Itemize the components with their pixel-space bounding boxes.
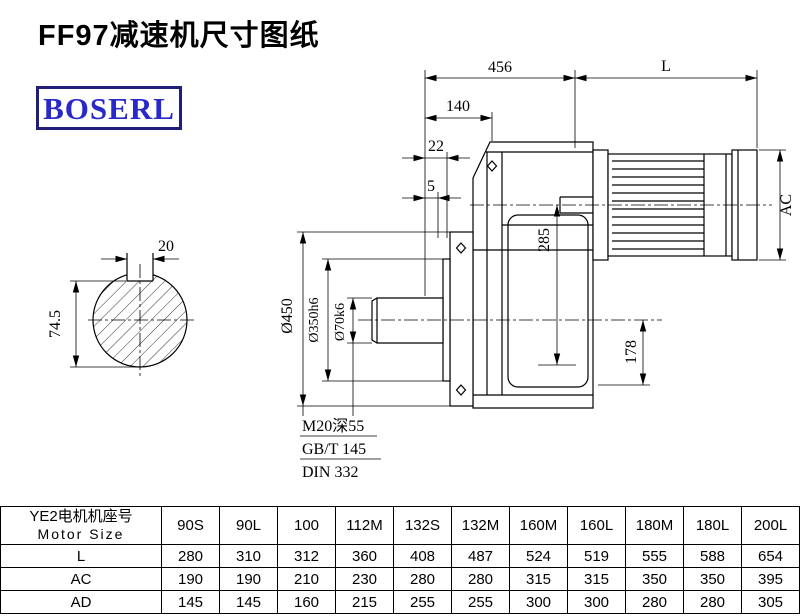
value-cell: 280 — [625, 590, 684, 614]
col-header: 180L — [683, 506, 742, 545]
value-cell: 350 — [625, 567, 684, 591]
corner-label-cn: YE2电机机座号 — [29, 508, 133, 526]
note-din: DIN 332 — [302, 464, 358, 481]
brand-logo: BOSERL — [36, 86, 182, 130]
dim-140: 140 — [446, 98, 470, 115]
value-cell: 145 — [219, 590, 278, 614]
value-cell: 280 — [393, 567, 452, 591]
dim-key-width: 20 — [158, 238, 174, 255]
col-header: 132S — [393, 506, 452, 545]
value-cell: 255 — [393, 590, 452, 614]
dimension-drawing: 456 L 140 22 5 AC 2 — [47, 58, 795, 481]
table-row-L: L 280 310 312 360 408 487 524 519 555 58… — [0, 544, 800, 568]
brand-text: BOSERL — [43, 90, 175, 126]
value-cell: 524 — [509, 544, 568, 568]
value-cell: 300 — [567, 590, 626, 614]
value-cell: 487 — [451, 544, 510, 568]
value-cell: 315 — [567, 567, 626, 591]
col-header: 160L — [567, 506, 626, 545]
table-corner-cell: YE2电机机座号 Motor Size — [0, 506, 162, 545]
row-label: AC — [0, 567, 162, 591]
table-row-AC: AC 190 190 210 230 280 280 315 315 350 3… — [0, 567, 800, 591]
value-cell: 315 — [509, 567, 568, 591]
value-cell: 360 — [335, 544, 394, 568]
dim-456: 456 — [488, 59, 512, 76]
col-header: 90S — [161, 506, 220, 545]
table-header-row: YE2电机机座号 Motor Size 90S 90L 100 112M 132… — [0, 506, 800, 545]
value-cell: 255 — [451, 590, 510, 614]
value-cell: 280 — [451, 567, 510, 591]
page-title: FF97减速机尺寸图纸 — [38, 20, 320, 52]
value-cell: 215 — [335, 590, 394, 614]
value-cell: 310 — [219, 544, 278, 568]
value-cell: 312 — [277, 544, 336, 568]
col-header: 100 — [277, 506, 336, 545]
value-cell: 190 — [161, 567, 220, 591]
col-header: 90L — [219, 506, 278, 545]
notes: M20深55 GB/T 145 DIN 332 — [300, 417, 381, 481]
col-header: 132M — [451, 506, 510, 545]
col-header: 160M — [509, 506, 568, 545]
value-cell: 350 — [683, 567, 742, 591]
value-cell: 210 — [277, 567, 336, 591]
value-cell: 230 — [335, 567, 394, 591]
centerlines — [88, 204, 772, 378]
value-cell: 145 — [161, 590, 220, 614]
motor-fins — [612, 160, 704, 250]
row-label: AD — [0, 590, 162, 614]
dim-5: 5 — [427, 178, 435, 195]
table-row-AD: AD 145 145 160 215 255 255 300 300 280 2… — [0, 590, 800, 614]
value-cell: 280 — [683, 590, 742, 614]
dim-L: L — [661, 58, 671, 75]
dim-AC: AC — [778, 194, 795, 216]
dim-key-height: 74.5 — [47, 310, 64, 338]
value-cell: 190 — [219, 567, 278, 591]
dimensions: 456 L 140 22 5 AC 2 — [47, 58, 795, 416]
col-header: 112M — [335, 506, 394, 545]
dim-flange-dia: Ø450 — [279, 298, 296, 334]
main-view — [371, 141, 758, 409]
dim-22: 22 — [428, 138, 444, 155]
note-tap: M20深55 — [302, 417, 364, 435]
corner-label-en: Motor Size — [37, 526, 125, 543]
motor-size-table: YE2电机机座号 Motor Size 90S 90L 100 112M 132… — [0, 506, 800, 614]
value-cell: 654 — [741, 544, 800, 568]
value-cell: 160 — [277, 590, 336, 614]
value-cell: 519 — [567, 544, 626, 568]
row-label: L — [0, 544, 162, 568]
value-cell: 300 — [509, 590, 568, 614]
value-cell: 555 — [625, 544, 684, 568]
value-cell: 408 — [393, 544, 452, 568]
col-header: 180M — [625, 506, 684, 545]
dim-spigot-dia: Ø350h6 — [307, 297, 322, 342]
value-cell: 588 — [683, 544, 742, 568]
dim-shaft-dia: Ø70k6 — [333, 303, 348, 341]
dim-285: 285 — [536, 228, 553, 252]
col-header: 200L — [741, 506, 800, 545]
value-cell: 395 — [741, 567, 800, 591]
value-cell: 280 — [161, 544, 220, 568]
note-gbt: GB/T 145 — [302, 441, 366, 458]
dim-178: 178 — [623, 340, 640, 364]
value-cell: 305 — [741, 590, 800, 614]
